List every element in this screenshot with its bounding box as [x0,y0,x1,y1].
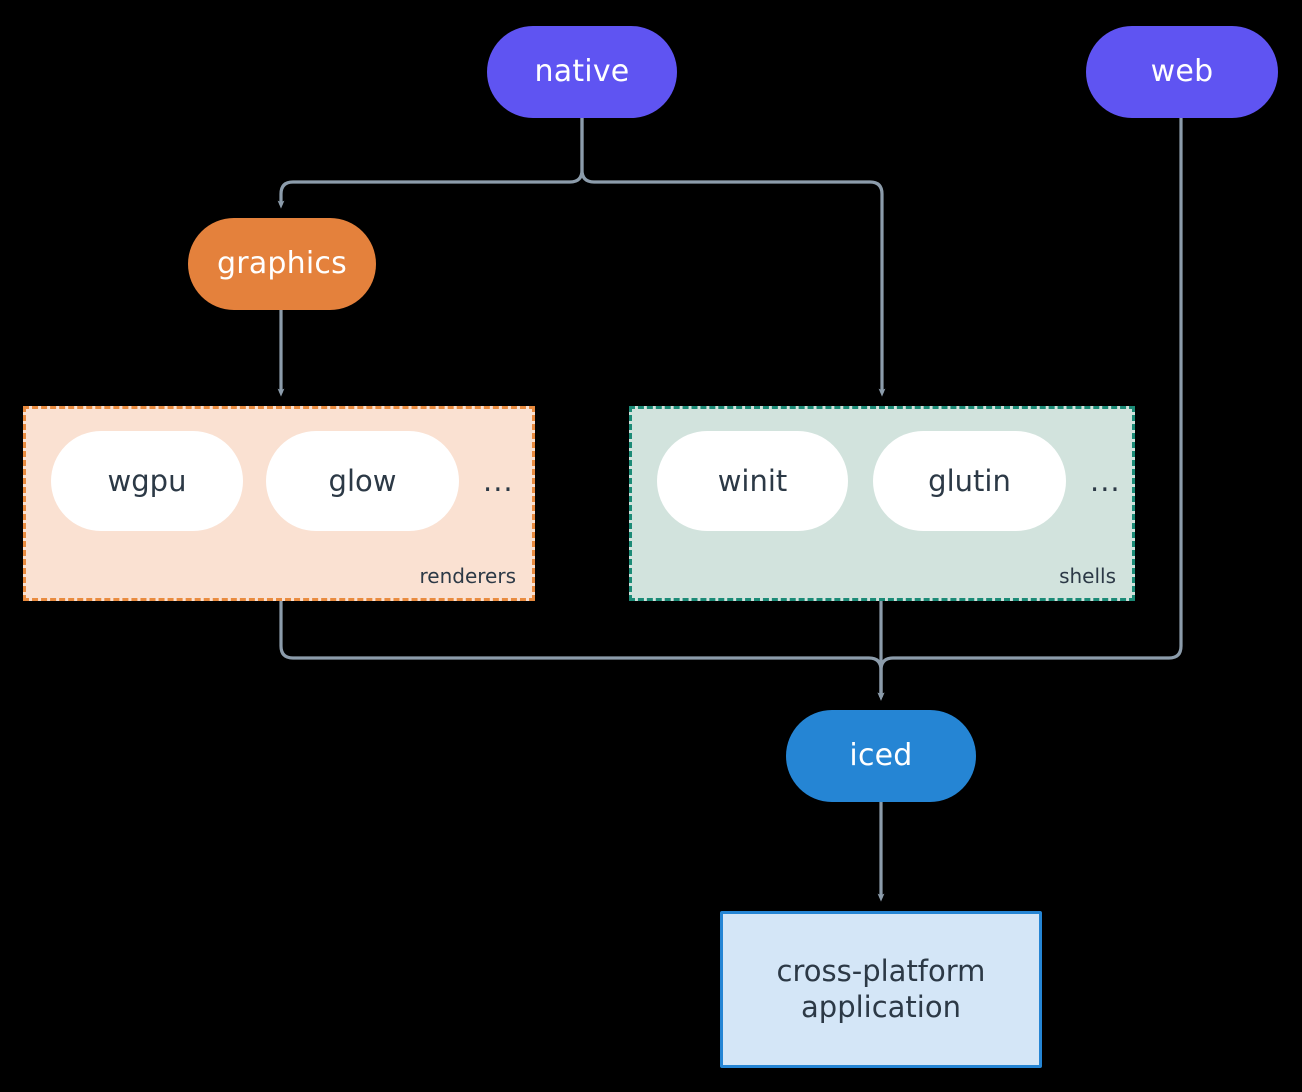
chip-wgpu[interactable]: wgpu [51,431,243,531]
group-shells: winit glutin ... shells [629,406,1135,601]
node-application-line1: cross-platform [776,954,986,989]
node-native[interactable]: native [487,26,677,118]
node-iced[interactable]: iced [786,710,976,802]
chip-glutin-label: glutin [928,464,1011,498]
node-iced-label: iced [849,737,913,773]
node-application[interactable]: cross-platform application [720,911,1042,1068]
group-shells-label: shells [1059,564,1116,588]
group-renderers-label: renderers [419,564,517,588]
node-application-line2: application [801,989,961,1024]
chip-glow-label: glow [328,464,397,498]
shells-ellipsis: ... [1090,431,1121,531]
chip-glutin[interactable]: glutin [873,431,1066,531]
shells-ellipsis-label: ... [1090,464,1121,498]
renderers-ellipsis-label: ... [483,464,514,498]
group-renderers: wgpu glow ... renderers [23,406,535,601]
node-web-label: web [1150,53,1214,89]
renderers-ellipsis: ... [483,431,514,531]
node-web[interactable]: web [1086,26,1278,118]
edge-renderers-to-iced [279,601,885,701]
chip-wgpu-label: wgpu [107,464,187,498]
chip-glow[interactable]: glow [266,431,459,531]
edge-native-to-shells [580,118,886,397]
chip-winit[interactable]: winit [657,431,848,531]
node-graphics[interactable]: graphics [188,218,376,310]
edge-native-to-graphics [277,118,584,209]
node-native-label: native [534,53,630,89]
node-graphics-label: graphics [217,245,347,281]
chip-winit-label: winit [717,464,788,498]
